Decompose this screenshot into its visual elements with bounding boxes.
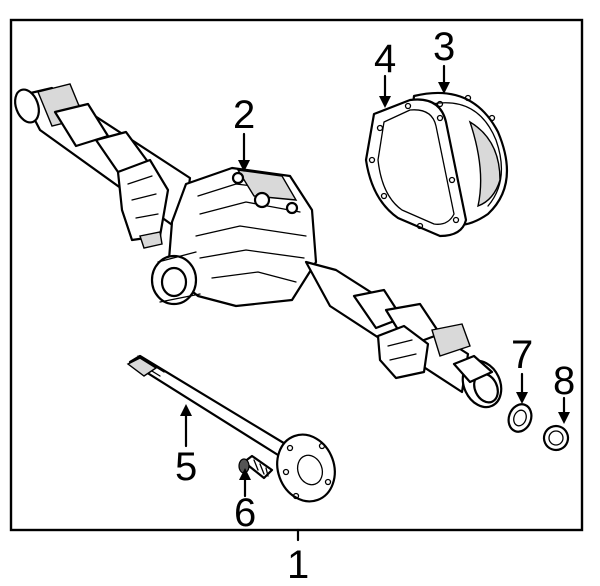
axle-seal (507, 403, 533, 433)
diagram-frame (9, 18, 584, 532)
callout-4: 4 (374, 37, 396, 81)
callout-3: 3 (433, 25, 455, 69)
axle-shaft (126, 354, 336, 503)
callout-6: 6 (234, 491, 256, 535)
wheel-stud (238, 454, 274, 480)
callout-5: 5 (175, 445, 197, 489)
callout-2: 2 (233, 93, 255, 137)
callout-8: 8 (553, 359, 575, 403)
leader-lines (180, 64, 570, 542)
axle-bearing (542, 424, 570, 452)
axle-housing (14, 83, 503, 409)
callout-1: 1 (287, 543, 309, 586)
cover-gasket (364, 98, 468, 238)
callout-7: 7 (511, 333, 533, 377)
